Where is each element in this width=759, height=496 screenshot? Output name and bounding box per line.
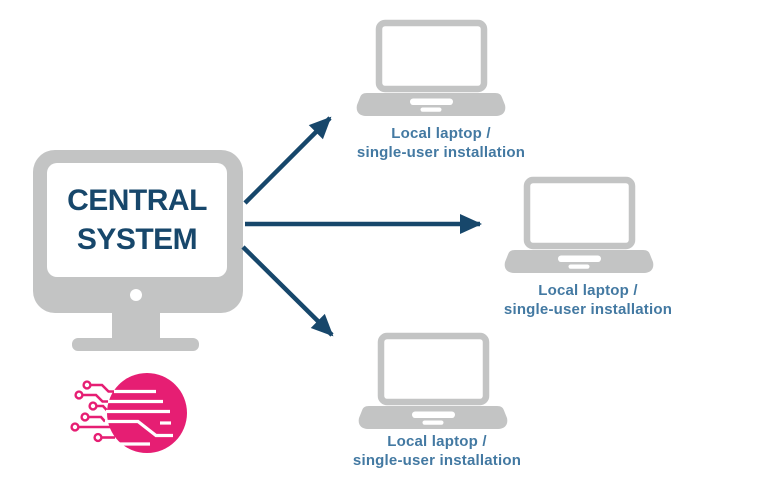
monitor-camera-dot — [130, 289, 142, 301]
monitor-screen: CENTRAL SYSTEM — [47, 163, 227, 277]
laptop-label-line2: single-user installation — [356, 144, 526, 161]
arrow-to-bottom-laptop — [241, 245, 334, 337]
central-system-label-line1: CENTRAL — [67, 184, 207, 217]
central-system-label: CENTRAL SYSTEM — [67, 181, 207, 259]
laptop-icon-right — [504, 176, 654, 273]
laptop-screen — [375, 19, 488, 93]
logo-node — [70, 422, 80, 432]
laptop-button-bar — [568, 264, 590, 269]
logo-trace — [96, 404, 109, 413]
logo-node — [82, 380, 92, 390]
logo-node — [74, 390, 84, 400]
laptop-icon-bottom — [358, 332, 508, 429]
laptop-screen — [377, 332, 490, 406]
arrow-to-top-laptop — [243, 116, 332, 205]
laptop-touchpad — [412, 411, 455, 418]
central-system-label-line2: SYSTEM — [76, 223, 198, 256]
laptop-label-line2: single-user installation — [352, 452, 522, 469]
laptop-button-bar — [420, 107, 442, 112]
logo-node — [80, 412, 90, 422]
laptop-label-line1: Local laptop / — [387, 433, 487, 450]
logo-bent-trace — [105, 419, 173, 438]
laptop-label-bottom: Local laptop / single-user installation — [317, 432, 557, 470]
laptop-touchpad — [558, 255, 601, 262]
laptop-label-line2: single-user installation — [503, 301, 673, 318]
logo-trace — [90, 383, 114, 393]
laptop-label-line1: Local laptop / — [391, 125, 491, 142]
logo-trace — [88, 415, 106, 423]
laptop-screen — [523, 176, 636, 250]
laptop-touchpad — [410, 98, 453, 105]
monitor-stand-neck — [112, 310, 160, 338]
laptop-button-bar — [422, 420, 444, 425]
laptop-icon-top — [356, 19, 506, 116]
laptop-label-line1: Local laptop / — [538, 282, 638, 299]
logo-node — [93, 432, 103, 443]
circuit-logo-icon — [70, 373, 187, 453]
laptop-label-right: Local laptop / single-user installation — [468, 281, 708, 319]
logo-node — [88, 401, 98, 411]
logo-trace — [82, 393, 108, 403]
monitor-stand-base — [72, 338, 199, 351]
laptop-label-top: Local laptop / single-user installation — [321, 124, 561, 162]
